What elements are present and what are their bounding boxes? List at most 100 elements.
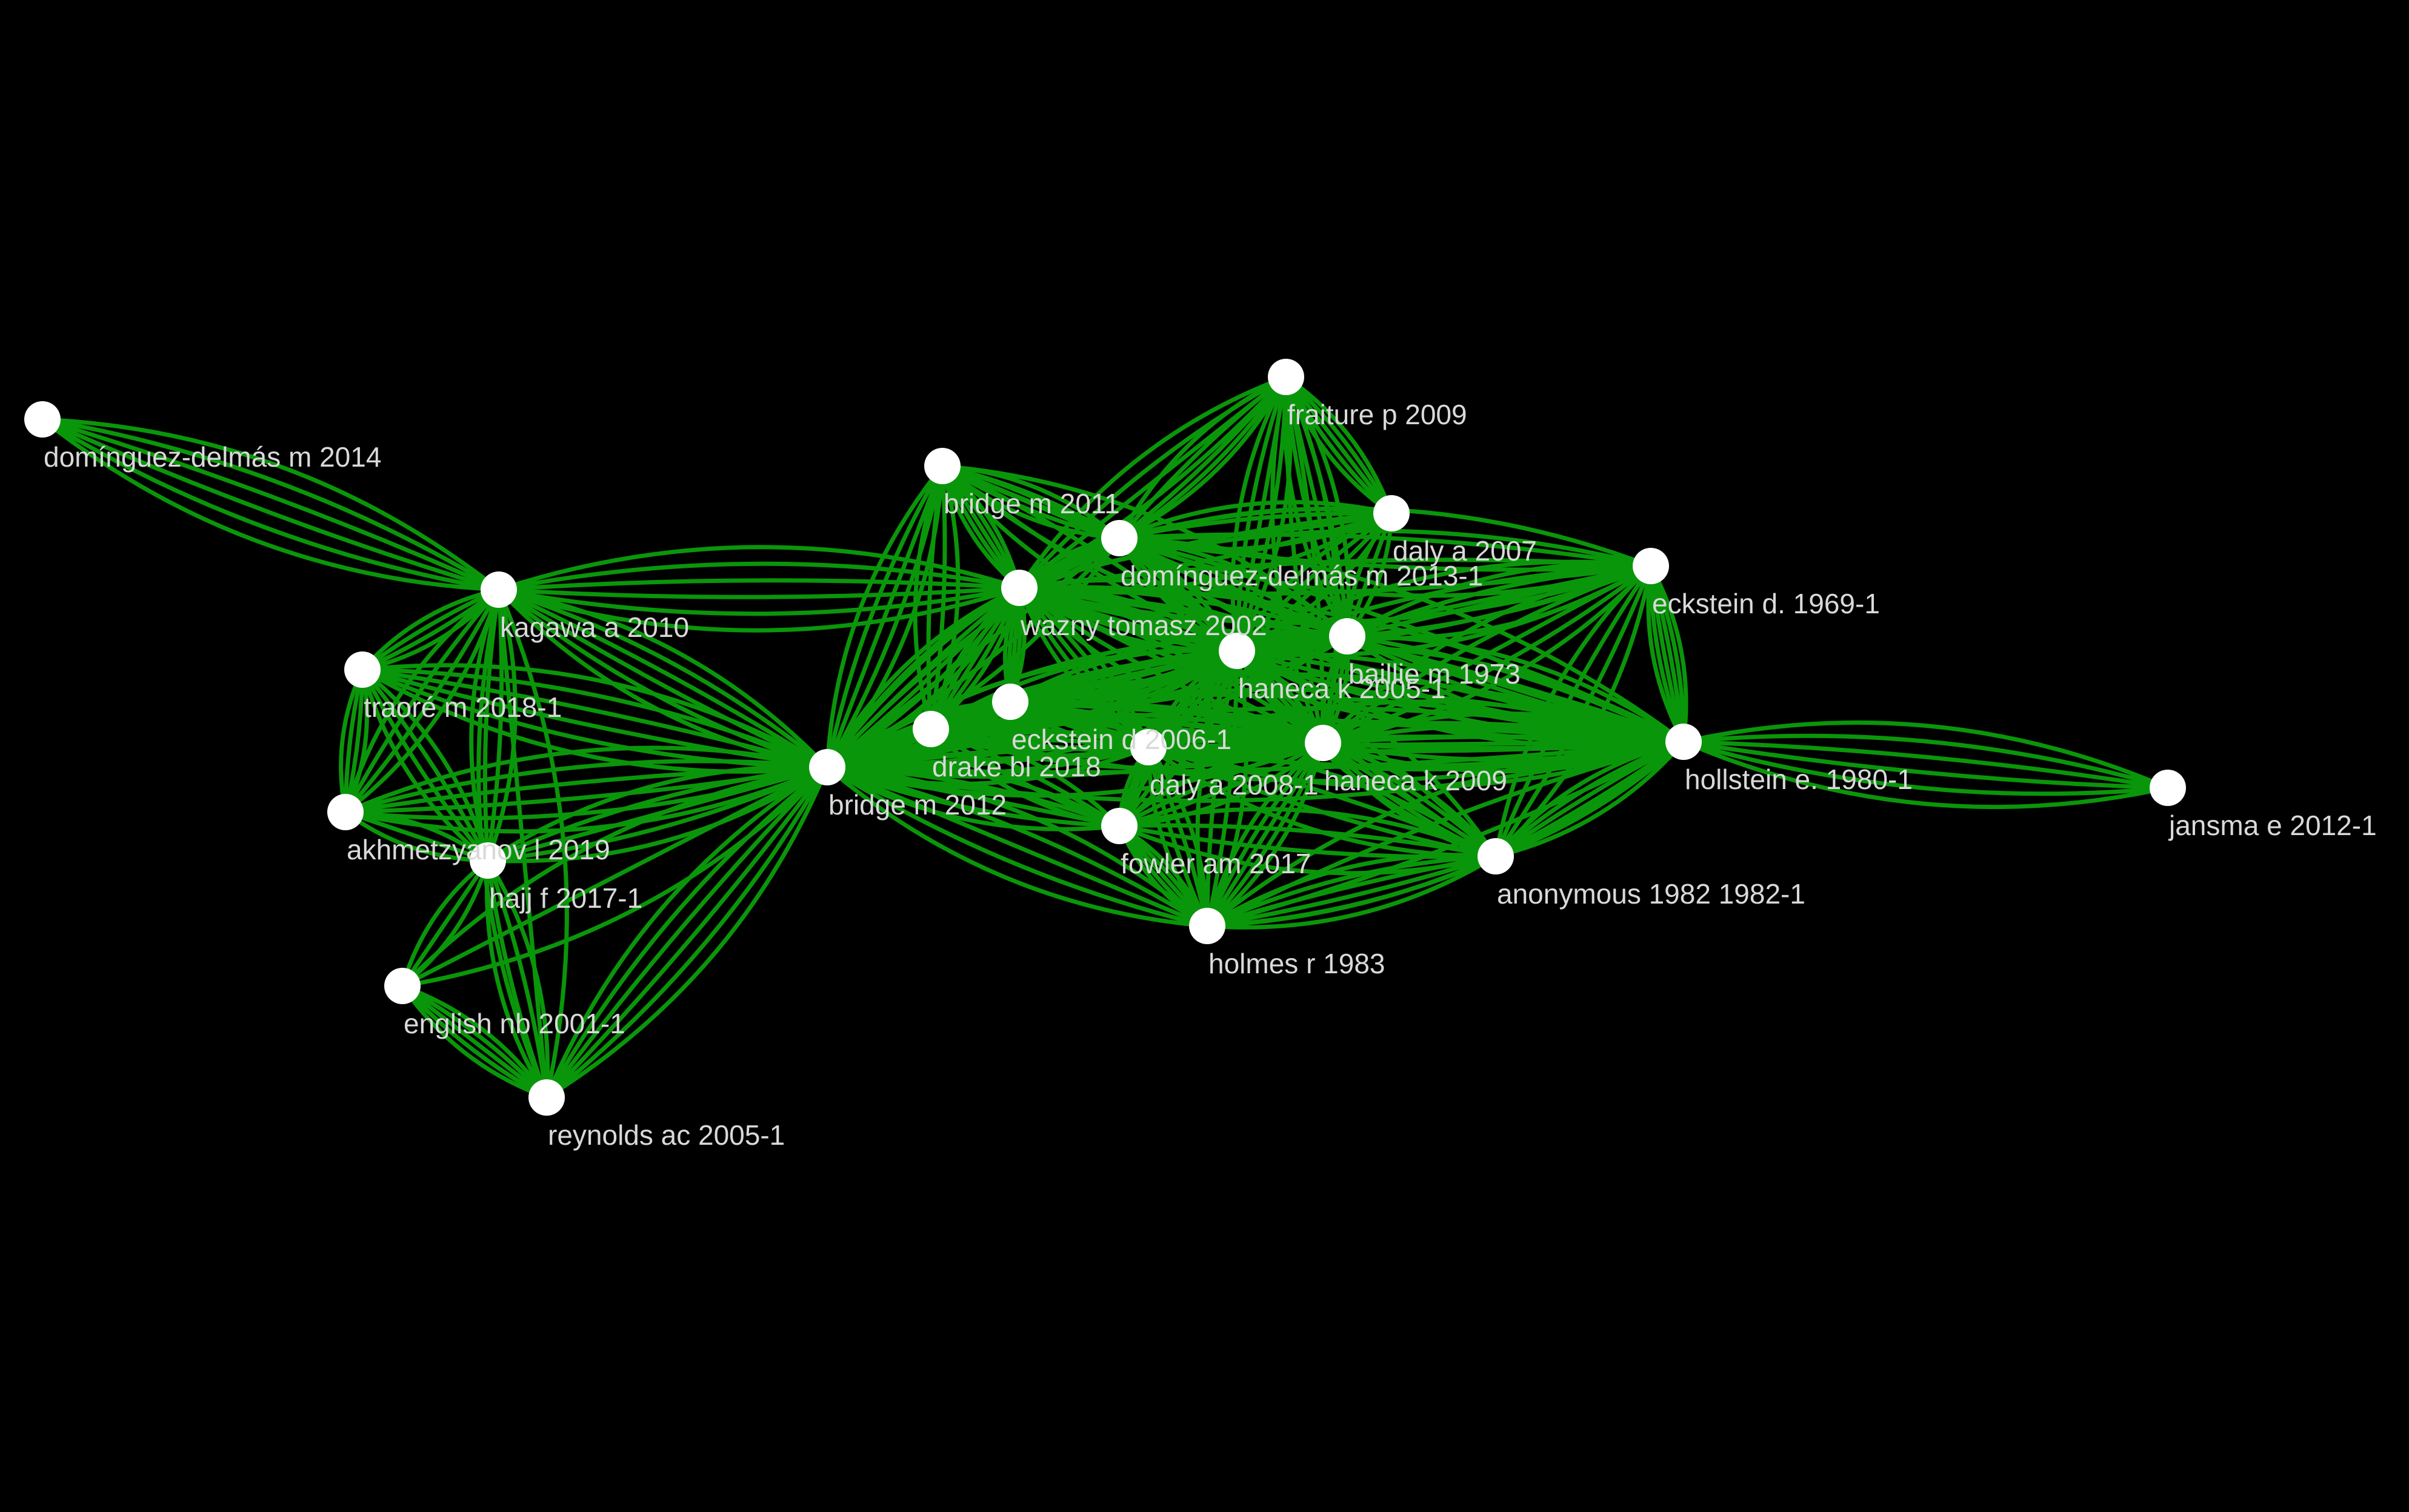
edge-english-bridge2012-2 xyxy=(400,765,830,988)
edge-akhmet-bridge2012-1 xyxy=(343,759,830,814)
edge-bridge2012-bridge2011-1 xyxy=(825,464,945,770)
edge-bridge2011-wazny-3 xyxy=(940,464,1022,590)
edge-dd2013-eckstein1969-1 xyxy=(1117,532,1653,568)
edge-drake-fowler-3 xyxy=(928,727,1122,828)
node-label-hajj: hajj f 2017-1 xyxy=(489,882,642,914)
node-dd2014[interactable] xyxy=(24,401,61,438)
edge-bridge2012-fowler-3 xyxy=(825,765,1122,828)
edge-anonymous-hollstein-2 xyxy=(1493,739,1686,859)
node-anonymous[interactable] xyxy=(1478,838,1514,874)
edge-eckstein1969-hollstein-5 xyxy=(1646,564,1686,744)
node-bridge2011[interactable] xyxy=(924,448,961,484)
edge-hollstein-jansma-1 xyxy=(1681,733,2170,790)
node-traore[interactable] xyxy=(344,651,381,688)
edge-reynolds-bridge2012-4 xyxy=(544,765,830,1100)
edge-hajj-bridge2012-0 xyxy=(485,764,830,863)
node-label-jansma: jansma e 2012-1 xyxy=(2168,810,2377,841)
node-jansma[interactable] xyxy=(2150,770,2186,806)
node-label-dd2014: domínguez-delmás m 2014 xyxy=(44,441,381,473)
edge-english-reynolds-3 xyxy=(400,984,549,1100)
edge-english-reynolds-4 xyxy=(400,984,549,1100)
edge-traore-hajj-2 xyxy=(360,667,490,863)
edge-kagawa-traore-3 xyxy=(360,587,501,672)
node-kagawa[interactable] xyxy=(481,571,517,608)
edge-dd2014-kagawa-2 xyxy=(40,417,501,592)
node-daly2008[interactable] xyxy=(1130,729,1167,765)
edge-eckstein2006-daly2008-3 xyxy=(1008,699,1151,750)
edge-bridge2012-holmes-1 xyxy=(825,765,1210,928)
edge-hajj-english-2 xyxy=(400,858,490,988)
edge-eckstein1969-hollstein-2 xyxy=(1648,564,1686,744)
edge-fraiture-wazny-4 xyxy=(1017,375,1288,590)
node-eckstein2006[interactable] xyxy=(992,684,1028,720)
edge-fraiture-dd2013-2 xyxy=(1117,375,1288,541)
edge-anonymous-hollstein-4 xyxy=(1493,739,1686,859)
node-hajj[interactable] xyxy=(470,842,506,879)
node-label-anonymous: anonymous 1982 1982-1 xyxy=(1497,878,1805,910)
node-wazny[interactable] xyxy=(1001,570,1038,606)
node-eckstein1969[interactable] xyxy=(1633,548,1669,584)
node-bridge2012[interactable] xyxy=(809,749,845,785)
edge-kagawa-bridge2012-3 xyxy=(496,587,830,770)
edge-dd2014-kagawa-0 xyxy=(40,417,501,592)
node-label-kagawa: kagawa a 2010 xyxy=(500,611,689,643)
node-label-hollstein: hollstein e. 1980-1 xyxy=(1685,764,1913,795)
edge-haneca2009-holmes-1 xyxy=(1205,741,1325,928)
node-fraiture[interactable] xyxy=(1268,359,1304,395)
node-akhmet[interactable] xyxy=(327,794,364,830)
edge-english-reynolds-2 xyxy=(400,984,549,1100)
edge-haneca2009-fowler-0 xyxy=(1117,741,1325,828)
node-hollstein[interactable] xyxy=(1665,724,1702,760)
edge-anonymous-eckstein1969-0 xyxy=(1493,564,1653,859)
edge-daly2008-holmes-0 xyxy=(1146,745,1210,928)
node-label-holmes: holmes r 1983 xyxy=(1208,948,1385,979)
edge-wazny-drake-3 xyxy=(928,585,1022,731)
node-holmes[interactable] xyxy=(1189,908,1225,944)
edge-bridge2011-drake-1 xyxy=(928,464,947,731)
edge-akhmet-bridge2012-0 xyxy=(343,745,830,814)
node-label-baillie: baillie m 1973 xyxy=(1348,658,1521,690)
edge-hollstein-jansma-3 xyxy=(1681,739,2170,790)
edge-haneca2009-hollstein-4 xyxy=(1321,739,1686,762)
edge-holmes-hollstein-3 xyxy=(1205,739,1686,928)
edge-hajj-english-1 xyxy=(400,858,490,988)
edge-bridge2012-holmes-3 xyxy=(825,765,1210,928)
node-label-drake: drake bl 2018 xyxy=(932,751,1101,782)
edge-fraiture-daly2007-2 xyxy=(1284,375,1394,516)
edge-kagawa-bridge2012-2 xyxy=(496,587,830,770)
edge-haneca2009-holmes-4 xyxy=(1205,741,1325,928)
node-reynolds[interactable] xyxy=(528,1079,565,1116)
node-daly2007[interactable] xyxy=(1373,495,1410,531)
edge-holmes-anonymous-5 xyxy=(1205,854,1498,930)
edge-anonymous-hollstein-3 xyxy=(1493,739,1686,859)
node-baillie[interactable] xyxy=(1329,618,1365,654)
edge-hajj-reynolds-2 xyxy=(485,858,549,1100)
edge-drake-fowler-2 xyxy=(928,727,1122,828)
edge-anonymous-eckstein1969-2 xyxy=(1493,564,1653,859)
edge-eckstein1969-wazny-2 xyxy=(1017,558,1653,590)
node-label-eckstein1969: eckstein d. 1969-1 xyxy=(1652,588,1880,619)
edge-akhmet-hajj-2 xyxy=(343,810,490,863)
edge-holmes-anonymous-1 xyxy=(1205,854,1498,928)
edge-haneca2009-fowler-3 xyxy=(1117,741,1325,828)
node-drake[interactable] xyxy=(913,711,949,747)
edge-hajj-bridge2012-3 xyxy=(485,765,830,863)
edge-english-reynolds-1 xyxy=(400,984,549,1100)
edge-dd2014-kagawa-5 xyxy=(40,417,501,592)
edge-anonymous-eckstein1969-1 xyxy=(1493,564,1653,859)
node-dd2013[interactable] xyxy=(1101,520,1138,556)
node-haneca2009[interactable] xyxy=(1305,725,1341,761)
node-fowler[interactable] xyxy=(1101,808,1138,844)
edge-traore-akhmet-3 xyxy=(339,667,365,814)
node-english[interactable] xyxy=(384,968,421,1004)
edge-dd2013-eckstein1969-2 xyxy=(1117,536,1653,572)
edge-akhmet-bridge2012-5 xyxy=(343,765,830,834)
edge-traore-bridge2012-0 xyxy=(360,663,830,770)
edge-hollstein-jansma-0 xyxy=(1681,720,2170,790)
edge-bridge2012-fowler-4 xyxy=(825,765,1122,831)
edge-traore-hajj-3 xyxy=(360,667,490,863)
edge-reynolds-bridge2012-5 xyxy=(544,765,830,1100)
edge-bridge2012-bridge2011-2 xyxy=(825,464,945,770)
node-haneca2005[interactable] xyxy=(1219,633,1255,669)
